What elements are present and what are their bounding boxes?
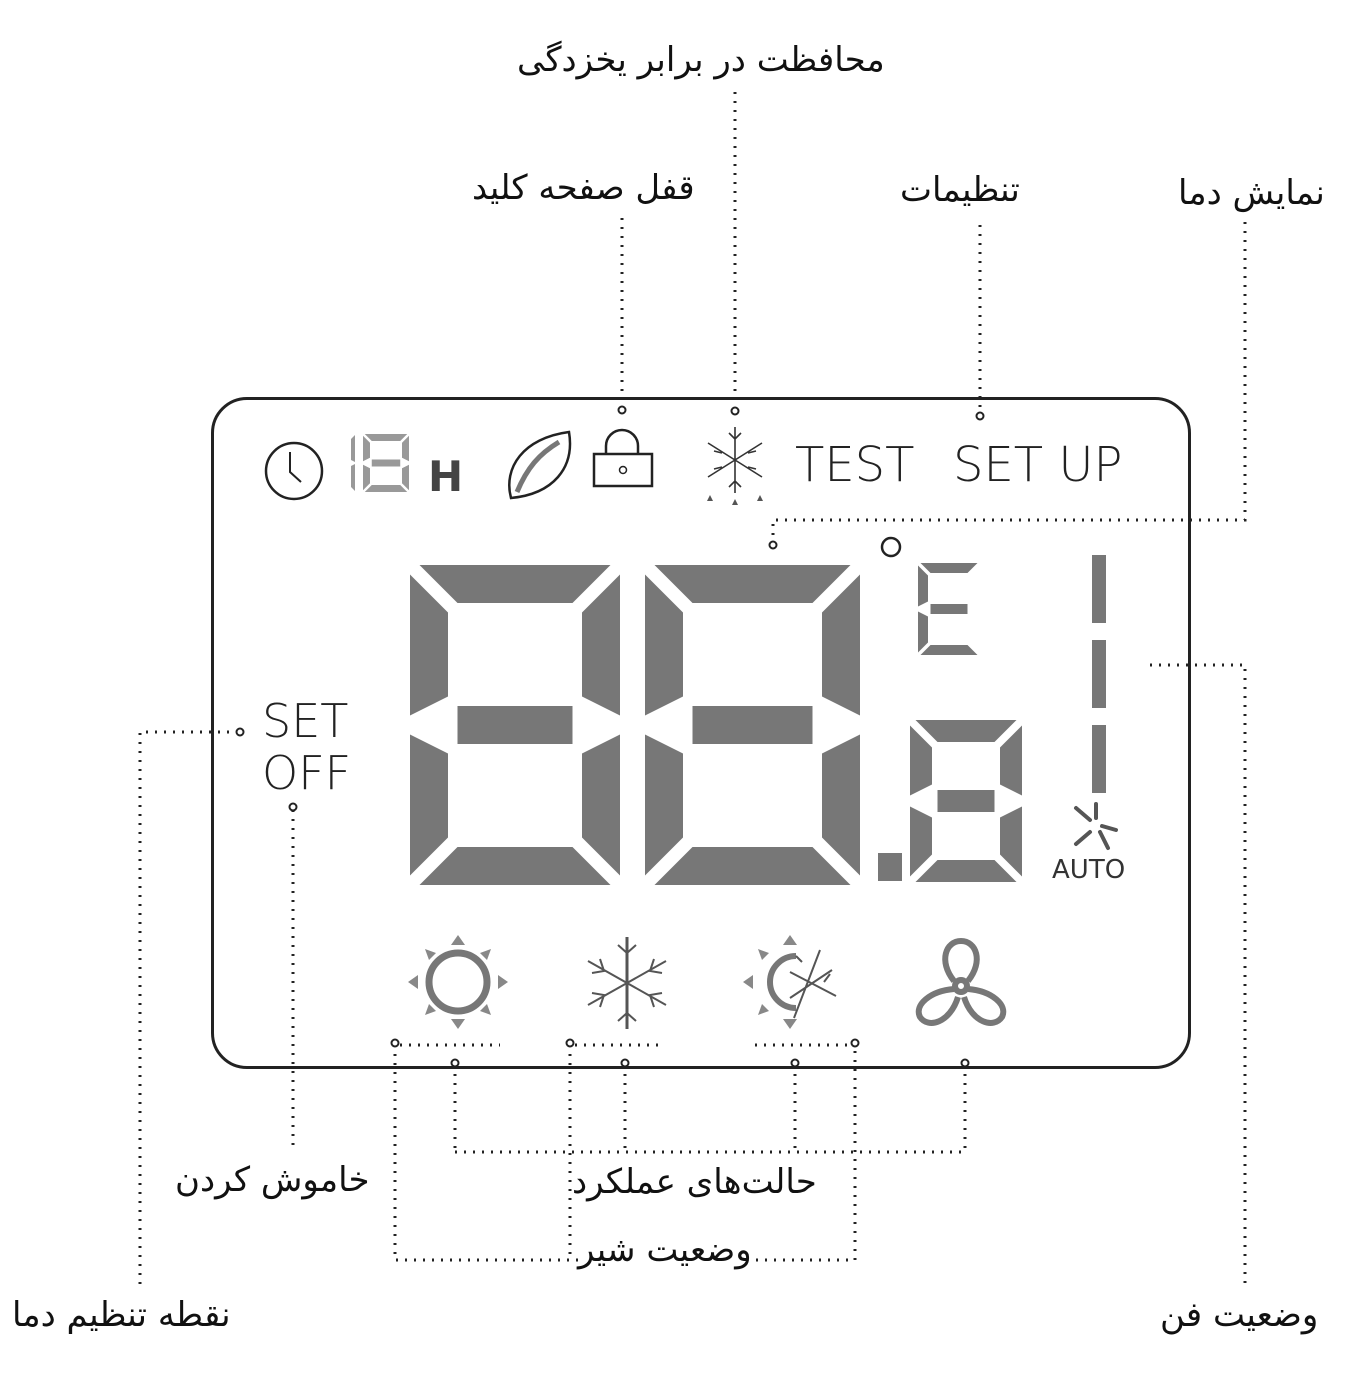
- label-operating-modes: حالت‌های عملکرد: [572, 1162, 817, 1202]
- set-indicator: SET: [262, 694, 349, 748]
- fan-speed-bar: [1092, 725, 1106, 793]
- main-digit-2-segment-d: [654, 847, 851, 885]
- main-digit-1-segment-d: [419, 847, 611, 885]
- main-digit-1-segment-g: [457, 706, 573, 744]
- main-digit-1-segment-a: [419, 565, 611, 603]
- timer-digits: [351, 434, 409, 492]
- timer-digit-2-segment-a: [364, 434, 408, 441]
- main-digit-1-segment-b: [582, 574, 620, 716]
- clock-icon: [264, 441, 324, 501]
- off-indicator: OFF: [262, 746, 352, 800]
- setup-indicator: SET UP: [953, 437, 1123, 493]
- main-digit-3-segment-c: [1000, 806, 1022, 877]
- main-digit-2-segment-e: [645, 734, 683, 876]
- leader-setpoint: [138, 730, 238, 1290]
- error-char-segment-f: [918, 565, 928, 607]
- main-digit-3-segment-d: [915, 860, 1017, 882]
- label-temp-display: نمایش دما: [1178, 173, 1325, 213]
- main-digit-3-segment-f: [910, 725, 932, 796]
- timer-digit-1-segment-c: [351, 464, 355, 491]
- timer-digit-2-segment-g: [371, 459, 401, 467]
- error-char-segment-e: [918, 611, 928, 653]
- main-digit-2-segment-a: [654, 565, 851, 603]
- label-fan-status: وضعیت فن: [1160, 1295, 1319, 1335]
- timer-unit: H: [428, 452, 464, 501]
- cool-snowflake-icon: [587, 937, 667, 1029]
- fan-speed-bar: [1092, 640, 1106, 708]
- test-indicator: TEST: [795, 437, 915, 493]
- main-digit-3-segment-g: [937, 790, 995, 812]
- timer-digit-2-segment-b: [402, 435, 409, 462]
- main-digit-3-segment-e: [910, 806, 932, 877]
- heat-sun-icon: [408, 935, 508, 1029]
- label-power-off: خاموش کردن: [175, 1160, 370, 1200]
- main-digit-1-segment-c: [582, 734, 620, 876]
- main-digit-2-segment-f: [645, 574, 683, 716]
- decimal-point: [878, 853, 902, 881]
- main-digit-2-segment-g: [692, 706, 813, 744]
- degree-symbol: [880, 536, 902, 558]
- main-digit-1-segment-e: [410, 734, 448, 876]
- fan-speed-bars: [1092, 555, 1106, 793]
- lock-icon: [592, 428, 654, 488]
- lcd-panel: [211, 397, 1191, 1069]
- error-char-segment-a: [920, 563, 978, 573]
- timer-digit-2-segment-e: [363, 464, 370, 491]
- leaf-icon: [508, 430, 572, 500]
- main-digit-2-segment-b: [822, 574, 860, 716]
- label-valve-status: وضعیت شیر: [578, 1230, 752, 1270]
- main-digit-3-segment-b: [1000, 725, 1022, 796]
- leader-modes: [453, 1065, 967, 1154]
- frost-snowflake-icon: [707, 427, 763, 505]
- error-char-segment-d: [920, 645, 978, 655]
- label-temp-setpoint: نقطه تنظیم دما: [12, 1295, 231, 1335]
- main-digit-1-segment-f: [410, 574, 448, 716]
- fan-auto-icon: [1074, 802, 1118, 850]
- timer-digit-2-segment-c: [402, 464, 409, 491]
- label-keypad-lock: قفل صفحه کلید: [472, 168, 695, 208]
- label-settings: تنظیمات: [900, 170, 1020, 210]
- main-temperature-digits: [410, 563, 1022, 885]
- timer-digit-1-segment-b: [351, 435, 355, 462]
- auto-sun-snow-icon: [743, 935, 837, 1029]
- fan-speed-bar: [1092, 555, 1106, 623]
- timer-digit-2-segment-f: [363, 435, 370, 462]
- main-digit-2-segment-c: [822, 734, 860, 876]
- fan-auto-label: AUTO: [1052, 855, 1126, 885]
- error-char-segment-g: [930, 604, 968, 614]
- main-digit-3-segment-a: [915, 720, 1017, 742]
- label-frost-protection: محافظت در برابر یخزدگی: [517, 40, 885, 80]
- timer-digit-2-segment-d: [364, 485, 408, 492]
- fan-icon: [915, 937, 1007, 1026]
